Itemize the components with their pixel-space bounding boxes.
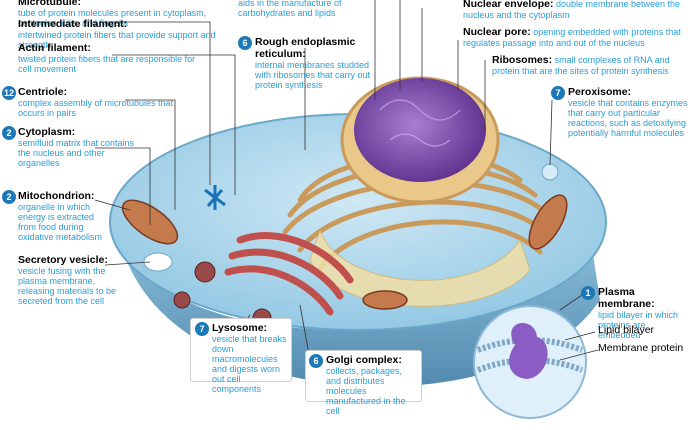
- label-desc: organelle in which energy is extracted f…: [18, 202, 103, 242]
- label-plasma-membrane: Plasma membrane: lipid bilayer in which …: [598, 286, 690, 340]
- label-microtubule: Microtubule: tube of protein molecules p…: [18, 0, 223, 28]
- label-peroxisome: Peroxisome: vesicle that contains enzyme…: [568, 86, 688, 138]
- label-desc: opening embedded with proteins that regu…: [463, 27, 681, 48]
- label-title: Actin filament:: [18, 42, 91, 54]
- label-desc: vesicle fusing with the plasma membrane,…: [18, 266, 117, 306]
- label-title: Mitochondrion:: [18, 190, 95, 202]
- label-title: Rough endoplasmic reticulum:: [255, 36, 356, 60]
- centriole: [204, 185, 226, 210]
- label-title: Plasma membrane:: [598, 286, 655, 310]
- label-cytoplasm: Cytoplasm: semifluid matrix that contain…: [18, 126, 148, 168]
- membrane-protein-shape: [509, 323, 548, 379]
- label-smooth-er-fragment: aids in the manufacture of carbohydrates…: [238, 0, 368, 18]
- badge-cytoplasm: 2: [2, 126, 16, 140]
- label-rough-er: Rough endoplasmic reticulum: internal me…: [255, 36, 380, 90]
- label-membrane-protein: Membrane protein: [598, 342, 684, 354]
- golgi-box: [305, 350, 422, 402]
- label-desc: internal membranes studded with ribosome…: [255, 60, 371, 90]
- label-desc: lipid bilayer in which proteins are embe…: [598, 310, 679, 340]
- label-centriole: Centriole: complex assembly of microtubu…: [18, 86, 183, 118]
- label-desc: tube of protein molecules present in cyt…: [18, 8, 207, 28]
- label-golgi: Golgi complex: collects, packages, and d…: [326, 354, 418, 416]
- badge-rough-er: 6: [238, 36, 252, 50]
- label-nuclear-pore: Nuclear pore: opening embedded with prot…: [463, 26, 688, 48]
- badge-golgi: 6: [309, 354, 323, 368]
- label-mitochondrion: Mitochondrion: organelle in which energy…: [18, 190, 113, 242]
- label-desc: collects, packages, and distributes mole…: [326, 366, 406, 416]
- label-actin-filament: Actin filament: twisted protein fibers t…: [18, 42, 208, 74]
- label-title: Lysosome:: [212, 322, 268, 334]
- label-intermediate-filament: Intermediate filament: intertwined prote…: [18, 18, 228, 50]
- rough-er-base: [309, 228, 531, 307]
- label-desc: vesicle that breaks down macromolecules …: [212, 334, 287, 394]
- label-nuclear-envelope: Nuclear envelope: double membrane betwee…: [463, 0, 688, 20]
- label-title: Cytoplasm:: [18, 126, 76, 138]
- badge-mitochondrion: 2: [2, 190, 16, 204]
- label-title: Centriole:: [18, 86, 68, 98]
- label-desc: twisted protein fibers that are responsi…: [18, 54, 196, 74]
- label-desc: vesicle that contains enzymes that carry…: [568, 98, 688, 138]
- peroxisome: [541, 163, 559, 181]
- label-title: Peroxisome:: [568, 86, 632, 98]
- label-lipid-bilayer: Lipid bilayer: [598, 324, 655, 336]
- badge-peroxisome: 7: [551, 86, 565, 100]
- label-title: Microtubule:: [18, 0, 81, 8]
- nucleus: [354, 78, 486, 182]
- leader-lines: [94, 0, 599, 361]
- chromatin: [379, 99, 461, 147]
- badge-lysosome: 7: [195, 322, 209, 336]
- label-desc: double membrane between the nucleus and …: [463, 0, 681, 20]
- label-title: Intermediate filament:: [18, 18, 128, 30]
- lipid-bilayer-rows: [476, 337, 584, 373]
- label-desc: semifluid matrix that contains the nucle…: [18, 138, 135, 168]
- label-lysosome: Lysosome: vesicle that breaks down macro…: [212, 322, 288, 394]
- label-title: Secretory vesicle:: [18, 254, 108, 266]
- label-title: Nuclear envelope:: [463, 0, 554, 10]
- label-secretory-vesicle: Secretory vesicle: vesicle fusing with t…: [18, 254, 118, 306]
- label-desc: complex assembly of microtubules that oc…: [18, 98, 174, 118]
- label-desc: aids in the manufacture of carbohydrates…: [238, 0, 342, 18]
- label-title: Ribosomes:: [492, 54, 553, 66]
- label-title: Nuclear pore:: [463, 26, 531, 38]
- label-title: Golgi complex:: [326, 354, 402, 366]
- golgi-complex: [224, 232, 354, 316]
- label-desc: intertwined protein fibers that provide …: [18, 30, 216, 50]
- badge-centriole: 12: [2, 86, 16, 100]
- label-desc: small complexes of RNA and protein that …: [492, 55, 670, 76]
- badge-plasma-membrane: 1: [581, 286, 595, 300]
- label-ribosomes: Ribosomes: small complexes of RNA and pr…: [492, 54, 688, 76]
